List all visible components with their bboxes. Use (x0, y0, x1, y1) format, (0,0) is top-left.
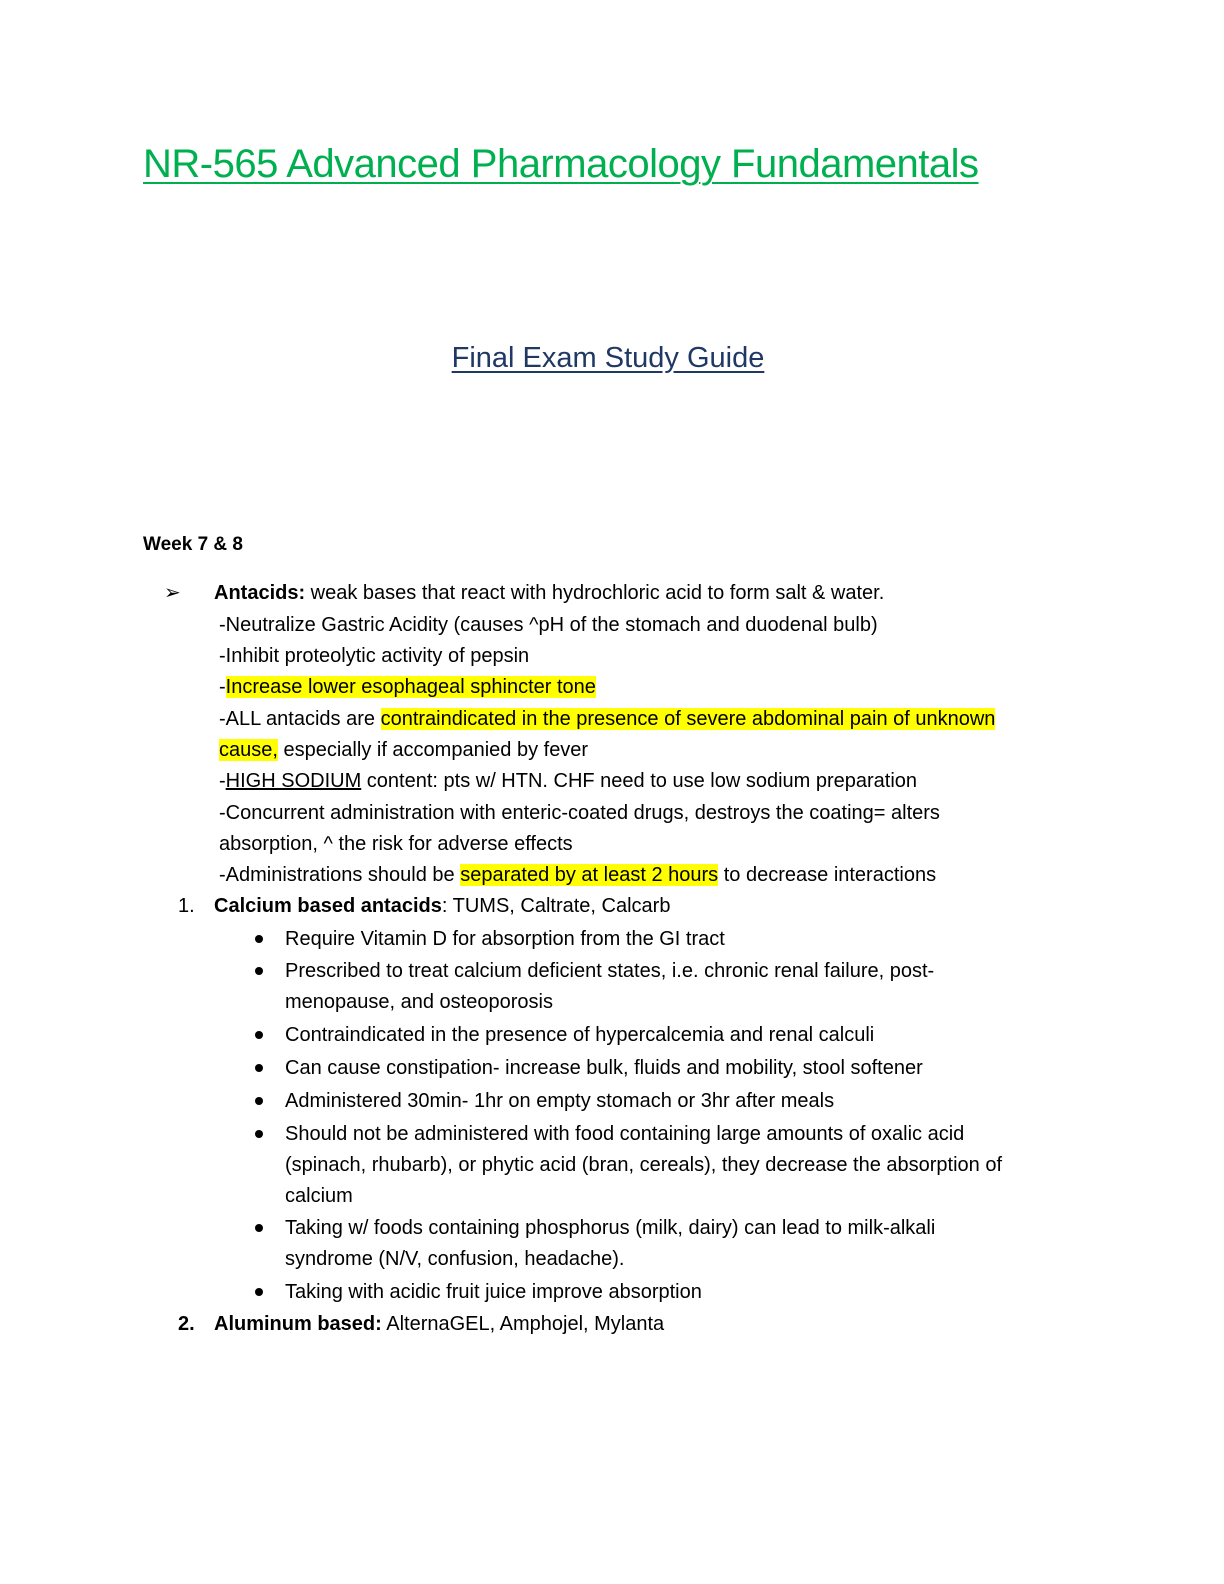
list-item: Prescribed to treat calcium deficient st… (285, 960, 935, 982)
document-subtitle: Final Exam Study Guide (451, 342, 765, 374)
bullet-icon (255, 1031, 263, 1039)
aluminum-heading-line: Aluminum based: AlternaGEL, Amphojel, My… (214, 1311, 664, 1337)
highlighted-text: contraindicated in the presence of sever… (380, 708, 996, 730)
section-heading-week: Week 7 & 8 (143, 534, 243, 555)
arrow-bullet-icon: ➢ (164, 582, 181, 604)
bullet-icon (255, 1097, 263, 1105)
underlined-text: HIGH SODIUM (225, 770, 362, 792)
antacids-intro-text: weak bases that react with hydrochloric … (305, 582, 885, 604)
list-number: 2. (178, 1313, 195, 1335)
highlighted-text: Increase lower esophageal sphincter tone (225, 676, 596, 698)
antacids-line: -Administrations should be separated by … (219, 862, 936, 888)
antacids-line: -Increase lower esophageal sphincter ton… (219, 674, 596, 700)
bullet-icon (255, 1224, 263, 1232)
list-item: Contraindicated in the presence of hyper… (285, 1024, 875, 1046)
list-item: Require Vitamin D for absorption from th… (285, 928, 725, 950)
document-title: NR-565 Advanced Pharmacology Fundamental… (143, 142, 979, 186)
antacids-intro: Antacids: weak bases that react with hyd… (214, 580, 884, 606)
list-item-continued: (spinach, rhubarb), or phytic acid (bran… (285, 1154, 1003, 1176)
line-text: content: pts w/ HTN. CHF need to use low… (361, 770, 918, 792)
bullet-icon (255, 967, 263, 975)
bullet-icon (255, 935, 263, 943)
list-number: 1. (178, 895, 195, 917)
antacids-line: -Neutralize Gastric Acidity (causes ^pH … (219, 614, 878, 636)
highlighted-text: cause, (219, 739, 278, 761)
calcium-heading-line: Calcium based antacids: TUMS, Caltrate, … (214, 893, 670, 919)
list-item-continued: calcium (285, 1185, 353, 1207)
aluminum-brands: AlternaGEL, Amphojel, Mylanta (381, 1313, 665, 1335)
highlighted-text: separated by at least 2 hours (460, 864, 719, 886)
aluminum-heading: Aluminum based: (214, 1313, 382, 1335)
list-item: Should not be administered with food con… (285, 1123, 965, 1145)
list-item: Taking with acidic fruit juice improve a… (285, 1281, 702, 1303)
line-text: to decrease interactions (718, 864, 937, 886)
line-text: -Administrations should be (219, 864, 461, 886)
list-item-continued: syndrome (N/V, confusion, headache). (285, 1248, 625, 1270)
list-item: Taking w/ foods containing phosphorus (m… (285, 1217, 936, 1239)
antacids-heading: Antacids: (214, 582, 306, 604)
antacids-line: absorption, ^ the risk for adverse effec… (219, 833, 573, 855)
dash: - (219, 770, 226, 792)
bullet-icon (255, 1130, 263, 1138)
line-text: -ALL antacids are (219, 708, 381, 730)
antacids-line: -Inhibit proteolytic activity of pepsin (219, 645, 530, 667)
antacids-line: -Concurrent administration with enteric-… (219, 802, 940, 824)
bullet-icon (255, 1064, 263, 1072)
antacids-line: -HIGH SODIUM content: pts w/ HTN. CHF ne… (219, 768, 917, 794)
list-item: Administered 30min- 1hr on empty stomach… (285, 1090, 835, 1112)
dash: - (219, 676, 226, 698)
line-text: especially if accompanied by fever (277, 739, 589, 761)
list-item-continued: menopause, and osteoporosis (285, 991, 553, 1013)
bullet-icon (255, 1288, 263, 1296)
antacids-line: cause, especially if accompanied by feve… (219, 737, 588, 763)
list-item: Can cause constipation- increase bulk, f… (285, 1057, 923, 1079)
calcium-brands: : TUMS, Caltrate, Calcarb (441, 895, 671, 917)
calcium-heading: Calcium based antacids (214, 895, 442, 917)
antacids-line: -ALL antacids are contraindicated in the… (219, 706, 996, 732)
